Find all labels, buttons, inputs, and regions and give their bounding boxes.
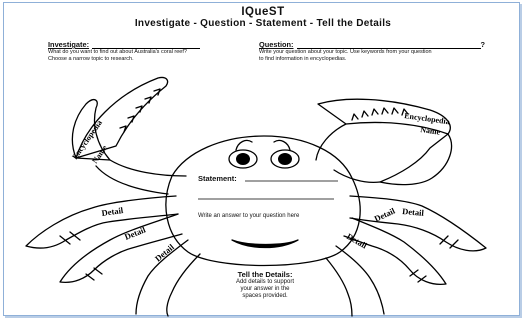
right-claw-label-line1: Encyclopedia — [404, 111, 451, 126]
statement-instruction: Write an answer to your question here — [198, 213, 299, 220]
tell-details-line3: spaces provided. — [222, 293, 308, 300]
tell-details-instructions: Add details to support your answer in th… — [222, 279, 308, 300]
detail-label-right-2: Detail — [373, 205, 397, 224]
detail-label-right-1: Detail — [402, 206, 425, 218]
detail-label-left-2: Detail — [123, 224, 147, 242]
tell-details-line2: your answer in the — [222, 286, 308, 293]
right-claw-arm — [316, 124, 380, 182]
crab-smile — [232, 240, 298, 248]
tell-details-label: Tell the Details: — [222, 270, 308, 279]
right-leg-3 — [326, 246, 384, 316]
eye-stalks — [236, 140, 290, 150]
left-claw-upper — [76, 77, 168, 158]
left-claw-arm — [96, 160, 186, 194]
detail-label-left-3: Detail — [153, 242, 177, 264]
right-claw-teeth — [352, 108, 408, 120]
left-claw-label-line2: Name — [90, 143, 109, 165]
detail-label-left-1: Detail — [101, 205, 125, 218]
right-leg-2 — [344, 218, 446, 284]
detail-label-right-3: Detail — [345, 231, 369, 251]
tell-details-line1: Add details to support — [222, 279, 308, 286]
right-claw-label-line2: Name — [420, 125, 441, 137]
right-leg-1 — [350, 196, 486, 251]
right-claw-lower — [380, 134, 451, 185]
left-eye-pupil — [236, 153, 250, 165]
right-eye-pupil — [278, 153, 292, 165]
statement-label: Statement: — [198, 174, 237, 183]
